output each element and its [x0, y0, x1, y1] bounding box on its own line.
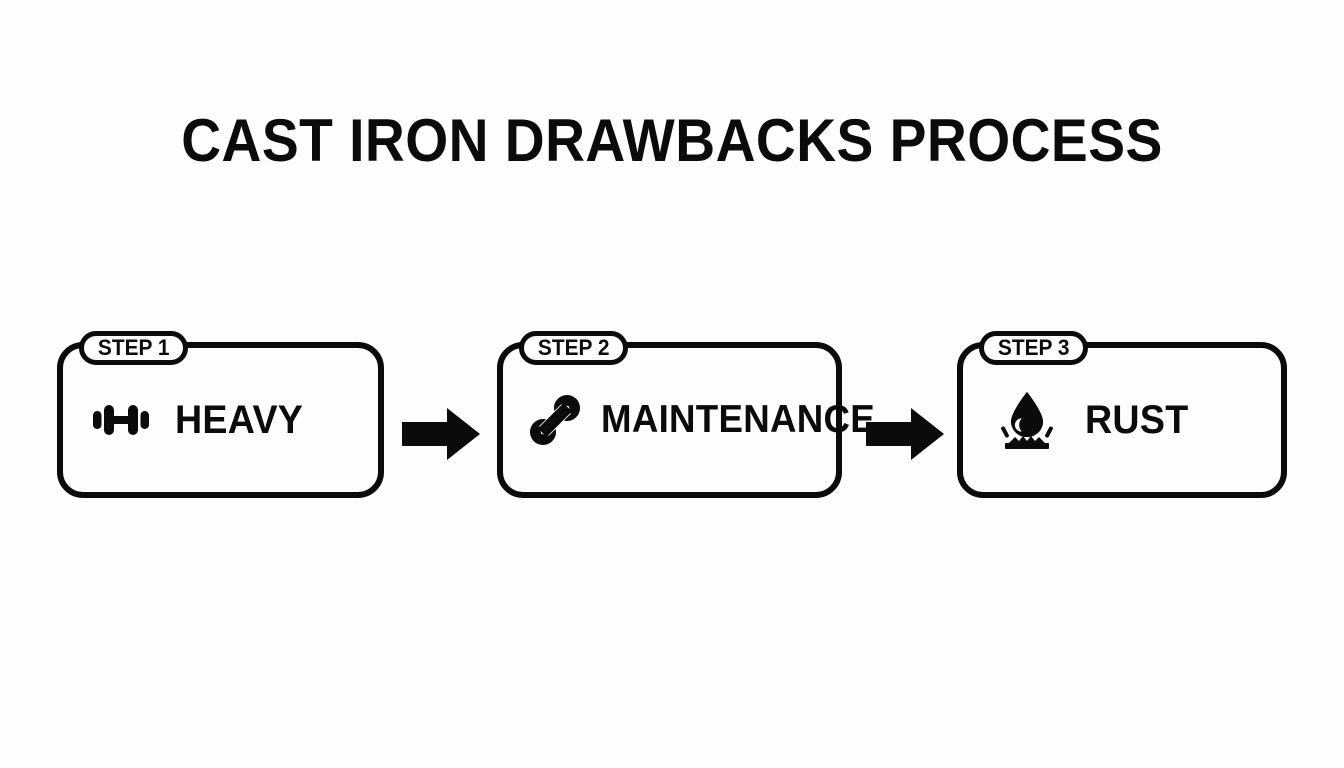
step-badge-2: STEP 2 — [519, 331, 629, 365]
page-title: CAST IRON DRAWBACKS PROCESS — [181, 107, 1163, 174]
step-badge-3: STEP 3 — [979, 331, 1089, 365]
step-badge-label-2: STEP 2 — [537, 335, 610, 360]
wrench-icon — [523, 388, 587, 452]
step-card-body-2: MAINTENANCE — [503, 348, 875, 492]
step-label-1: HEAVY — [175, 398, 304, 442]
step-card-3[interactable]: STEP 3 — [957, 331, 1287, 498]
step-label-2: MAINTENANCE — [601, 398, 875, 441]
step-label-3: RUST — [1085, 398, 1189, 442]
process-steps-row: STEP 1 HEAVY — [0, 330, 1344, 510]
step-card-body-3: RUST — [963, 348, 1281, 492]
step-card-2[interactable]: STEP 2 MAINTENANCE — [497, 331, 875, 498]
water-droplet-splash-icon — [995, 388, 1059, 452]
arrow-right-2-icon — [866, 406, 944, 462]
step-card-body-1: HEAVY — [63, 348, 378, 492]
step-badge-1: STEP 1 — [79, 331, 189, 365]
arrow-right-1-icon — [402, 406, 480, 462]
step-badge-label-3: STEP 3 — [997, 335, 1070, 360]
dumbbell-icon — [89, 388, 153, 452]
step-badge-label-1: STEP 1 — [97, 335, 170, 360]
step-card-1[interactable]: STEP 1 HEAVY — [57, 331, 384, 498]
